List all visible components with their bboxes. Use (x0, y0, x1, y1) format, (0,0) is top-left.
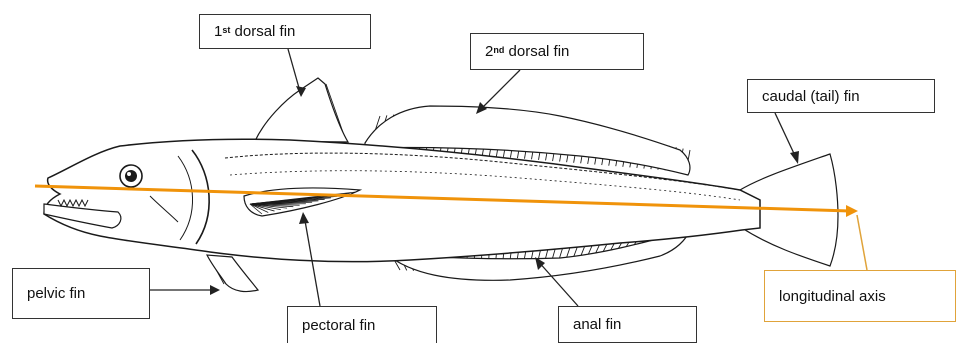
pectoral-fin-label: pectoral fin (287, 306, 437, 343)
pelvic-fin-label: pelvic fin (12, 268, 150, 319)
axis-arrowhead (846, 205, 858, 217)
pelvic-fin (207, 255, 258, 292)
caudal-fin-label: caudal (tail) fin (747, 79, 935, 113)
longitudinal-axis-label: longitudinal axis (764, 270, 956, 322)
anal-fin-label: anal fin (558, 306, 697, 343)
